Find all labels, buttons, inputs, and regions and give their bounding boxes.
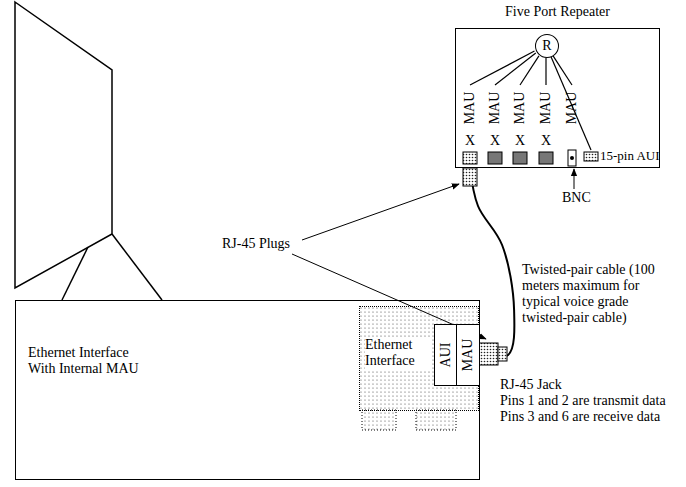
bnc-connector xyxy=(568,150,576,166)
pointer-arrow xyxy=(574,169,575,189)
monitor-stand xyxy=(112,234,162,300)
mau-label: MAU xyxy=(512,92,528,125)
x-mark: X xyxy=(515,133,525,149)
internal-wire xyxy=(520,56,539,85)
port xyxy=(463,152,477,164)
mau-label: MAU xyxy=(564,92,580,125)
connector-label: 15-pin AUI xyxy=(600,149,660,164)
pin-note: Pins 1 and 2 are transmit data xyxy=(500,393,666,409)
internal-wire xyxy=(545,58,546,85)
rj45-plug xyxy=(463,168,477,186)
monitor-stand xyxy=(62,247,88,300)
rj45-jack xyxy=(478,343,498,365)
aui-connector xyxy=(584,152,598,161)
jack-label: RJ-45 Jack xyxy=(500,377,562,393)
monitor-screen xyxy=(15,2,112,288)
node-text: AUI xyxy=(438,343,454,368)
pointer-arrow xyxy=(302,184,459,240)
card-tab xyxy=(362,410,396,430)
mau-label: MAU xyxy=(538,92,554,125)
callout-label: RJ-45 Plugs xyxy=(222,236,290,252)
node-text: MAU xyxy=(460,339,476,372)
node-text: R xyxy=(542,38,551,54)
mau-box: MAU xyxy=(456,324,480,386)
x-mark: X xyxy=(541,133,551,149)
repeater-box: Five Port RepeaterR xyxy=(455,28,660,168)
mau-label: MAU xyxy=(487,92,503,125)
internal-wire xyxy=(551,57,591,150)
x-mark: X xyxy=(490,133,500,149)
port xyxy=(513,152,527,164)
repeater-circle: R xyxy=(535,34,559,58)
internal-wire xyxy=(495,53,536,85)
node-title: Five Port Repeater xyxy=(456,4,659,20)
connector-label: BNC xyxy=(562,190,591,206)
bnc-pin xyxy=(570,156,574,160)
mau-label: MAU xyxy=(462,92,478,125)
port xyxy=(539,152,553,164)
interface-card: Ethernet Interface AUI MAU xyxy=(359,306,479,411)
pin-note: Pins 3 and 6 are receive data xyxy=(500,409,660,425)
node-text: Ethernet Interface xyxy=(365,337,431,369)
cable-note: Twisted-pair cable (100 meters maximum f… xyxy=(522,262,657,326)
node-text: Ethernet Interface With Internal MAU xyxy=(28,345,153,377)
stipple-rect xyxy=(360,307,478,410)
computer-box: Ethernet Interface With Internal MAU Ethe… xyxy=(15,300,480,480)
port xyxy=(488,152,502,164)
card-tab xyxy=(416,410,456,430)
rj45-plug xyxy=(498,347,507,361)
aui-box: AUI xyxy=(434,324,458,386)
x-mark: X xyxy=(465,133,475,149)
internal-wire xyxy=(553,56,572,85)
